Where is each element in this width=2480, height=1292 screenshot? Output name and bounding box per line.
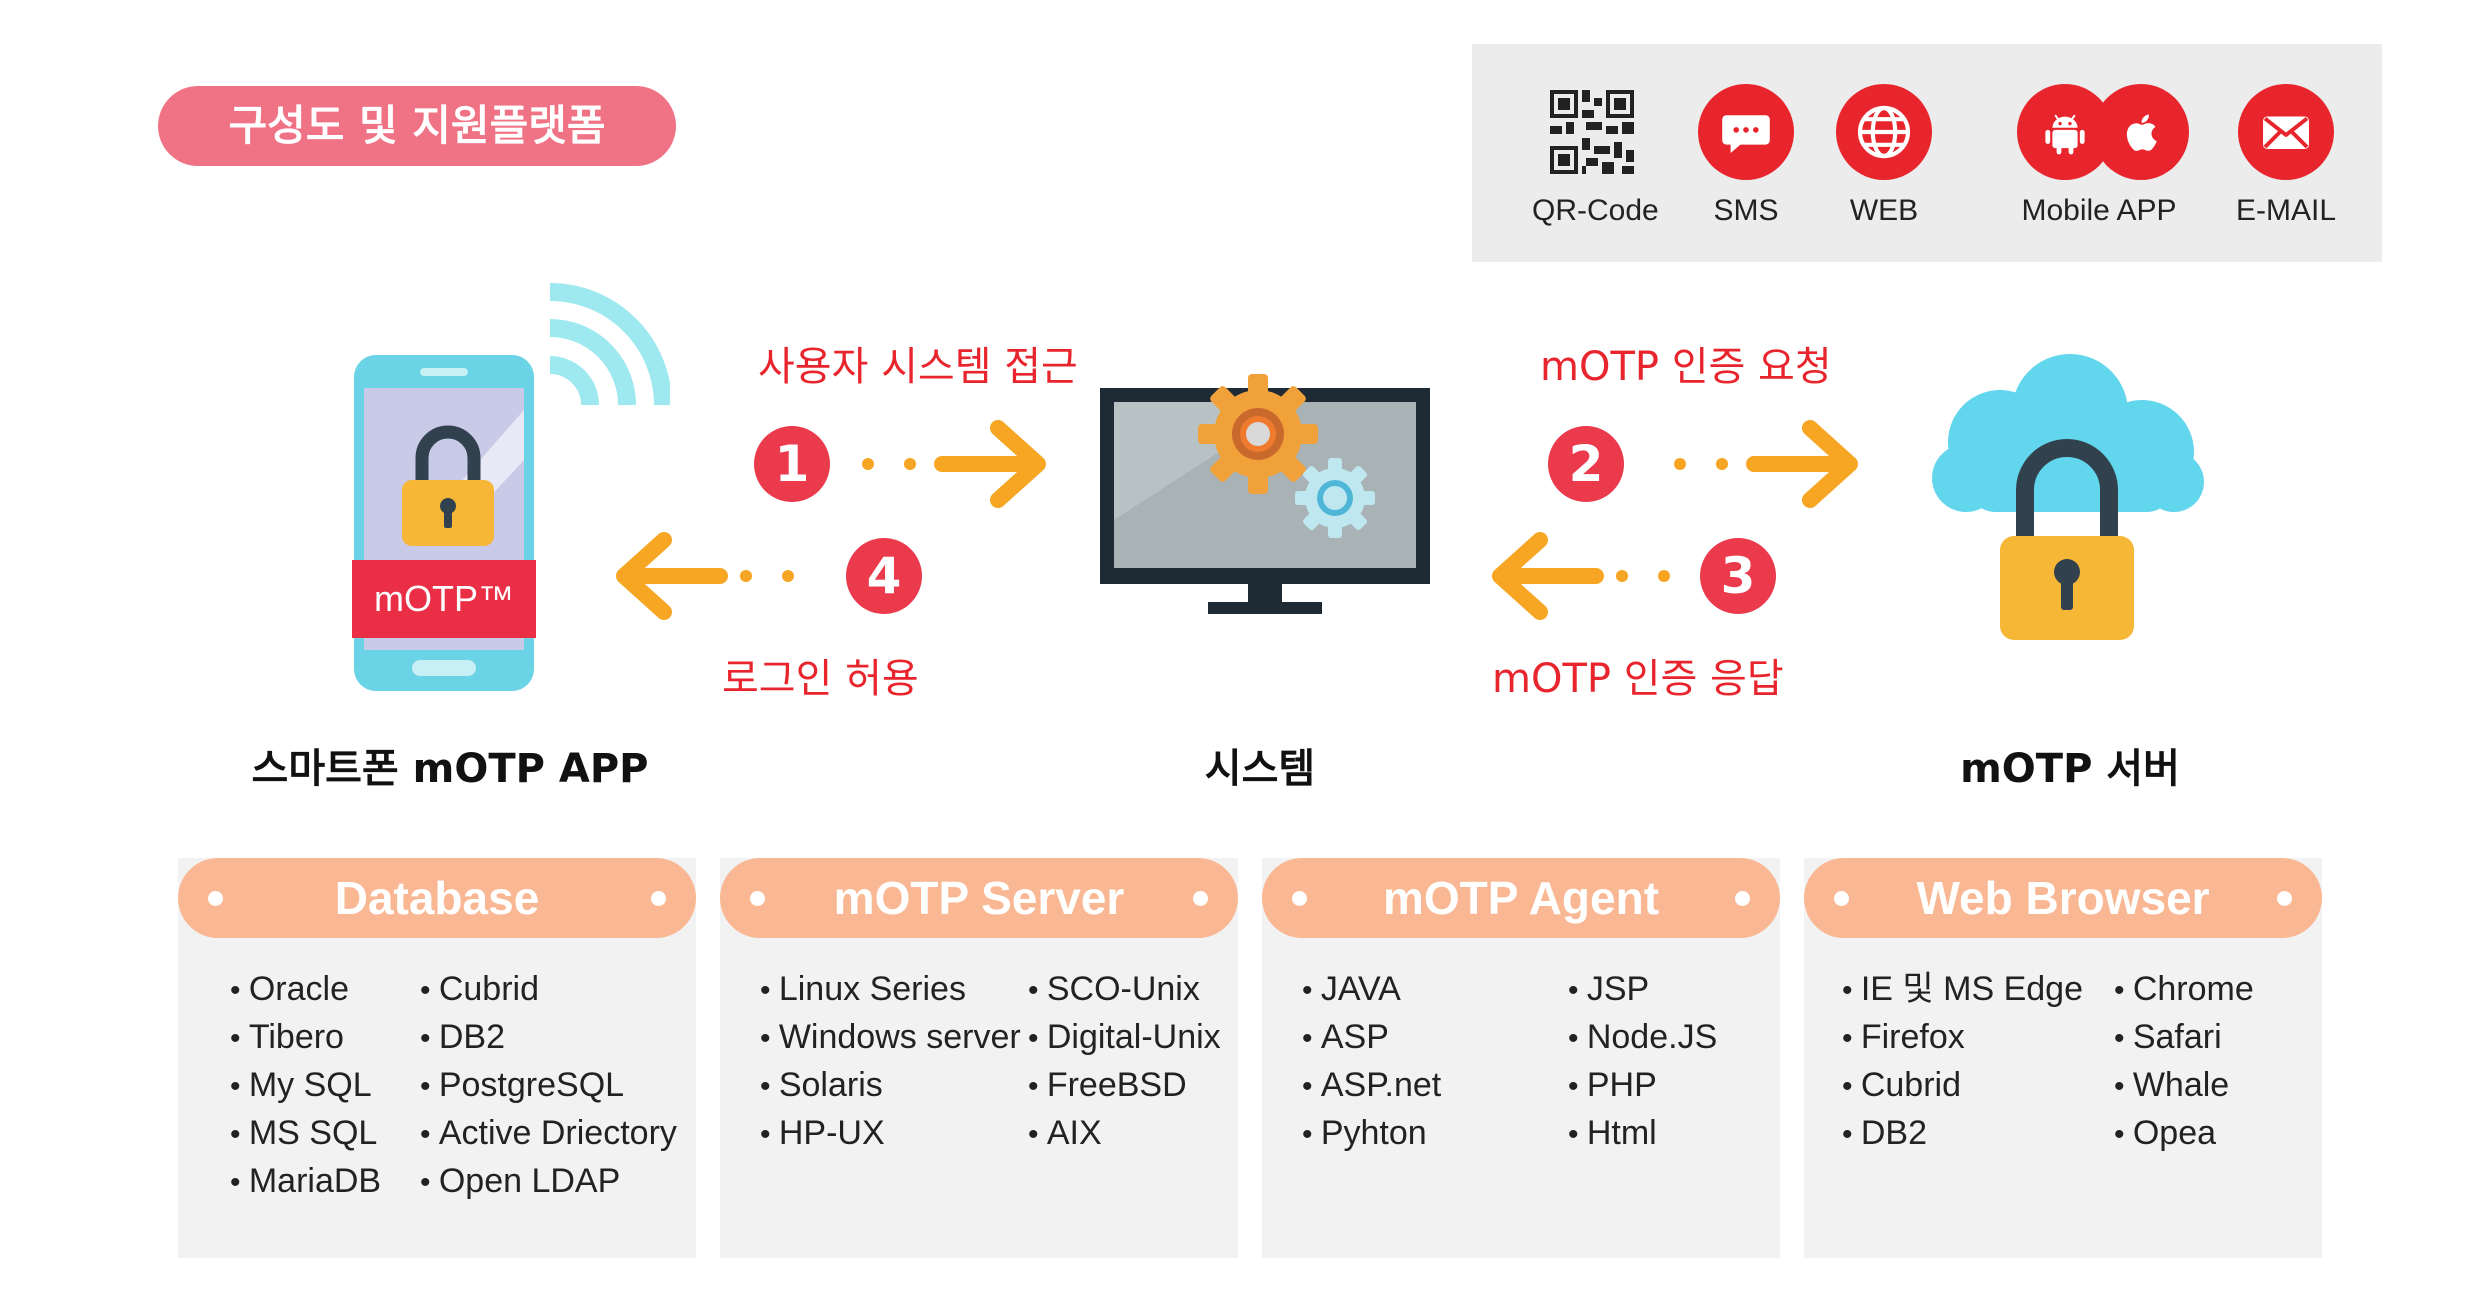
list-item: Html	[1568, 1110, 1717, 1158]
panel-title: Web Browser	[1916, 872, 2210, 924]
list-item: Opea	[2114, 1110, 2254, 1158]
arrow-right-icon	[1674, 420, 1858, 508]
motp-badge: mOTP™	[352, 560, 536, 638]
panel-title: mOTP Server	[833, 872, 1125, 924]
qr-code-icon	[1550, 90, 1634, 174]
step3-text: mOTP 인증 응답	[1492, 656, 1784, 702]
list-item: PHP	[1568, 1062, 1717, 1110]
list-item: Firefox	[1842, 1014, 2083, 1062]
globe-icon	[1836, 84, 1932, 180]
list-item: DB2	[420, 1014, 677, 1062]
step1-number: 1	[754, 426, 830, 502]
list-item: Safari	[2114, 1014, 2254, 1062]
list-item: FreeBSD	[1028, 1062, 1221, 1110]
system-monitor-illustration	[1100, 374, 1430, 614]
list-item: ASP	[1302, 1014, 1441, 1062]
list-item: Whale	[2114, 1062, 2254, 1110]
list-item: Cubrid	[420, 966, 677, 1014]
panel-motp-agent: mOTP Agent JAVA ASP ASP.net Pyhton JSP N…	[1262, 858, 1780, 1258]
list-item: AIX	[1028, 1110, 1221, 1158]
channel-qr-code: QR-Code	[1532, 82, 1659, 228]
channel-label: QR-Code	[1532, 194, 1659, 227]
panel-title: Database	[334, 872, 540, 924]
list-item: Windows server	[760, 1014, 1021, 1062]
step2-text: mOTP 인증 요청	[1540, 344, 1832, 390]
channel-sms: SMS	[1696, 82, 1796, 228]
panel-title: mOTP Agent	[1382, 872, 1660, 924]
envelope-icon	[2238, 84, 2334, 180]
channels-panel: QR-Code SMS WEB	[1472, 44, 2382, 262]
step2-number: 2	[1548, 426, 1624, 502]
list-item: DB2	[1842, 1110, 2083, 1158]
panel-header: Database	[178, 858, 696, 938]
system-label: 시스템	[1204, 746, 1316, 792]
channel-mobile-app: Mobile APP	[1984, 82, 2214, 228]
panel-header: Web Browser	[1804, 858, 2322, 938]
chat-bubble-icon	[1698, 84, 1794, 180]
step4-number: 4	[846, 538, 922, 614]
list-item: Tibero	[230, 1014, 381, 1062]
apple-icon	[2093, 84, 2189, 180]
list-item: Chrome	[2114, 966, 2254, 1014]
arrow-left-icon	[1492, 532, 1670, 620]
list-item: Pyhton	[1302, 1110, 1441, 1158]
channel-label: WEB	[1849, 194, 1919, 227]
list-item: MS SQL	[230, 1110, 381, 1158]
list-item: IE 및 MS Edge	[1842, 966, 2083, 1014]
panel-database: Database Oracle Tibero My SQL MS SQL Mar…	[178, 858, 696, 1258]
list-item: Open LDAP	[420, 1158, 677, 1206]
list-item: HP-UX	[760, 1110, 1021, 1158]
panel-motp-server: mOTP Server Linux Series Windows server …	[720, 858, 1238, 1258]
list-item: JSP	[1568, 966, 1717, 1014]
arrow-right-icon	[862, 420, 1046, 508]
panel-header: mOTP Server	[720, 858, 1238, 938]
step1-text: 사용자 시스템 접근	[758, 344, 1078, 390]
list-item: Solaris	[760, 1062, 1021, 1110]
channel-label: SMS	[1713, 194, 1779, 227]
gear-icon	[1295, 458, 1375, 538]
list-item: Linux Series	[760, 966, 1021, 1014]
list-item: JAVA	[1302, 966, 1441, 1014]
wifi-signal-icon	[549, 283, 670, 406]
list-item: ASP.net	[1302, 1062, 1441, 1110]
channel-label: E-MAIL	[2235, 194, 2337, 227]
list-item: PostgreSQL	[420, 1062, 677, 1110]
list-item: Cubrid	[1842, 1062, 2083, 1110]
list-item: Node.JS	[1568, 1014, 1717, 1062]
server-label: mOTP 서버	[1960, 746, 2180, 792]
channel-label: Mobile APP	[2021, 194, 2177, 227]
channel-email: E-MAIL	[2224, 82, 2348, 228]
list-item: SCO-Unix	[1028, 966, 1221, 1014]
list-item: Active Driectory	[420, 1110, 677, 1158]
channel-web: WEB	[1834, 82, 1934, 228]
list-item: My SQL	[230, 1062, 381, 1110]
cloud-server-illustration	[1932, 354, 2204, 640]
arrow-left-icon	[616, 532, 794, 620]
list-item: Oracle	[230, 966, 381, 1014]
phone-label: 스마트폰 mOTP APP	[251, 746, 649, 792]
step3-number: 3	[1700, 538, 1776, 614]
step4-text: 로그인 허용	[722, 656, 919, 702]
list-item: MariaDB	[230, 1158, 381, 1206]
section-title: 구성도 및 지원플랫폼	[158, 86, 676, 166]
gear-icon	[1198, 374, 1318, 494]
panel-web-browser: Web Browser IE 및 MS Edge Firefox Cubrid …	[1804, 858, 2322, 1258]
panel-header: mOTP Agent	[1262, 858, 1780, 938]
list-item: Digital-Unix	[1028, 1014, 1221, 1062]
